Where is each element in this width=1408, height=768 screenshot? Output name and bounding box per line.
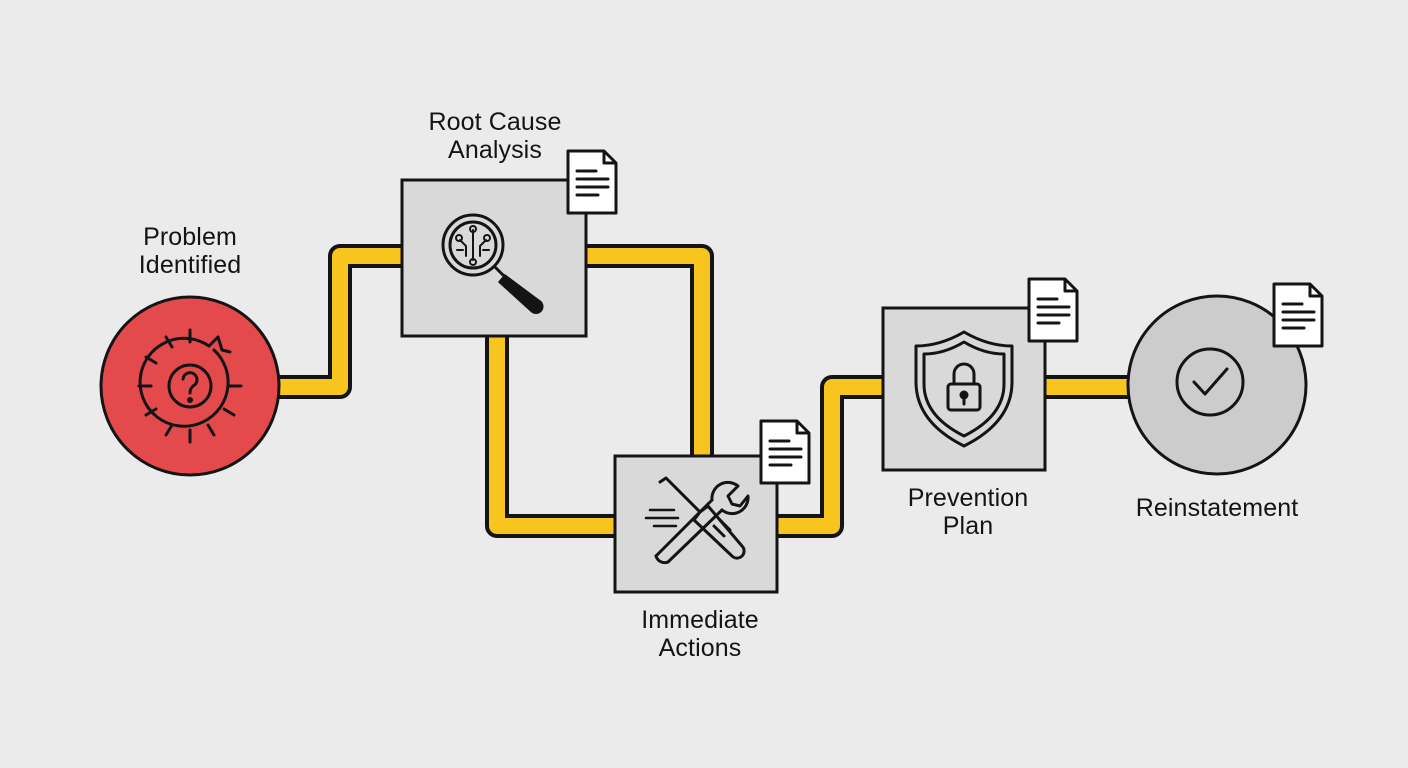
label-immediate-actions: Immediate Actions (600, 606, 800, 662)
label-line: Plan (942, 512, 994, 540)
document-icon (566, 149, 618, 215)
pipe-rootcause-to-immediate-right (580, 244, 714, 470)
node-immediate-actions (613, 419, 811, 594)
shield-lock-icon (914, 330, 1014, 448)
label-line: Reinstatement (1135, 494, 1299, 522)
pipe-rootcause-to-immediate-left (485, 330, 620, 538)
node-root-cause-analysis (400, 149, 618, 338)
document-icon (759, 419, 811, 485)
label-line: Immediate (641, 606, 759, 634)
document-icon (1027, 277, 1079, 343)
document-icon (1272, 282, 1324, 348)
label-line: Actions (658, 634, 742, 662)
label-reinstatement: Reinstatement (1097, 494, 1337, 522)
node-prevention-plan (881, 277, 1079, 472)
label-problem-identified: Problem Identified (90, 223, 290, 279)
connector-pipes (270, 244, 1140, 538)
node-reinstatement (1126, 282, 1324, 476)
label-line: Identified (138, 251, 242, 279)
wrench-screwdriver-icon (644, 476, 750, 565)
magnifier-circuit-icon (441, 213, 544, 314)
node-problem-identified (99, 295, 281, 477)
label-line: Problem (143, 223, 237, 251)
label-prevention-plan: Prevention Plan (868, 484, 1068, 540)
label-line: Root Cause (428, 108, 562, 136)
label-line: Analysis (448, 136, 542, 164)
label-root-cause-analysis: Root Cause Analysis (395, 108, 595, 164)
gear-question-icon (137, 328, 243, 444)
label-line: Prevention (907, 484, 1029, 512)
checkmark-circle-icon (1175, 347, 1245, 417)
